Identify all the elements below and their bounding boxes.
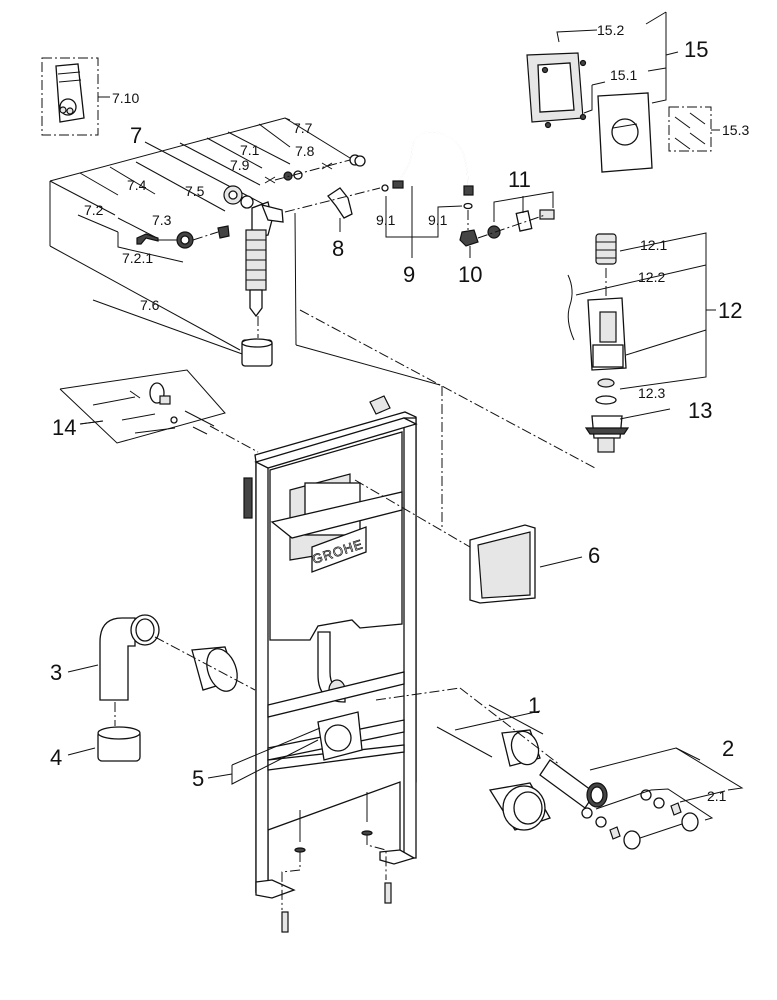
label-9: 9 xyxy=(403,262,415,287)
fill-valve-leader-lines xyxy=(49,117,441,386)
part-7-1-7-9-small-parts xyxy=(264,154,366,184)
part-5-leader xyxy=(207,727,321,785)
label-7-8: 7.8 xyxy=(295,143,315,159)
callout-labels: 1 2 2.1 3 4 5 6 7 7.1 7.2 7.2.1 7.3 7.4 … xyxy=(50,22,749,804)
label-5: 5 xyxy=(192,766,204,791)
part-7-2-lever xyxy=(136,233,177,245)
part-3-elbow xyxy=(67,614,160,726)
label-12: 12 xyxy=(718,298,742,323)
part-7-fill-valve xyxy=(245,201,284,338)
part-7-3-ring xyxy=(176,231,219,249)
dash-link-valve-frame xyxy=(299,309,596,469)
part-7-10-service-kit xyxy=(41,57,110,136)
part-connector-sleeve xyxy=(154,636,256,692)
label-12-1: 12.1 xyxy=(640,237,667,253)
label-12-2: 12.2 xyxy=(638,269,665,285)
label-4: 4 xyxy=(50,745,62,770)
label-1: 1 xyxy=(528,693,540,718)
label-7-9: 7.9 xyxy=(230,157,250,173)
label-10: 10 xyxy=(458,262,482,287)
label-2: 2 xyxy=(722,736,734,761)
label-11: 11 xyxy=(508,167,531,192)
part-13-drain-adapter xyxy=(584,408,671,453)
part-12-flush-valve xyxy=(567,232,716,405)
label-6: 6 xyxy=(588,543,600,568)
label-7-10: 7.10 xyxy=(112,90,139,106)
part-4-cap xyxy=(67,726,141,762)
label-2-1: 2.1 xyxy=(707,788,727,804)
label-15-3: 15.3 xyxy=(722,122,749,138)
label-7-5: 7.5 xyxy=(185,183,205,199)
part-11-wall-fitting xyxy=(477,191,555,239)
label-13: 13 xyxy=(688,398,712,423)
label-7: 7 xyxy=(130,123,142,148)
label-7-3: 7.3 xyxy=(152,212,172,228)
label-12-3: 12.3 xyxy=(638,385,665,401)
part-14-wall-anchors xyxy=(59,369,259,453)
part-15-flush-plate-set xyxy=(526,11,720,173)
label-3: 3 xyxy=(50,660,62,685)
label-7-4: 7.4 xyxy=(127,177,147,193)
part-7-5-seal xyxy=(223,185,254,209)
brand-logo-plate: GROHE xyxy=(310,526,367,573)
leader-14 xyxy=(79,420,104,425)
label-7-6: 7.6 xyxy=(140,297,160,313)
label-8: 8 xyxy=(332,236,344,261)
part-7-4-nut xyxy=(217,225,230,239)
part-7-6-sleeve xyxy=(241,338,273,367)
label-15-2: 15.2 xyxy=(597,22,624,38)
label-7-2: 7.2 xyxy=(84,202,104,218)
label-9-1-left: 9.1 xyxy=(376,212,396,228)
label-7-7: 7.7 xyxy=(293,120,313,136)
installation-frame: GROHE xyxy=(243,395,418,933)
part-6-inspection-box xyxy=(354,479,583,604)
label-7-2-1: 7.2.1 xyxy=(122,250,153,266)
label-15-1: 15.1 xyxy=(610,67,637,83)
label-7-1: 7.1 xyxy=(240,142,260,158)
part-2-pipe-set xyxy=(488,747,744,850)
label-14: 14 xyxy=(52,415,76,440)
part-9-hose xyxy=(381,131,474,258)
part-1-rods xyxy=(375,687,561,767)
label-15: 15 xyxy=(684,37,708,62)
label-9-1-right: 9.1 xyxy=(428,212,448,228)
part-10-angle-valve xyxy=(459,210,479,258)
part-8-clip xyxy=(284,187,381,232)
